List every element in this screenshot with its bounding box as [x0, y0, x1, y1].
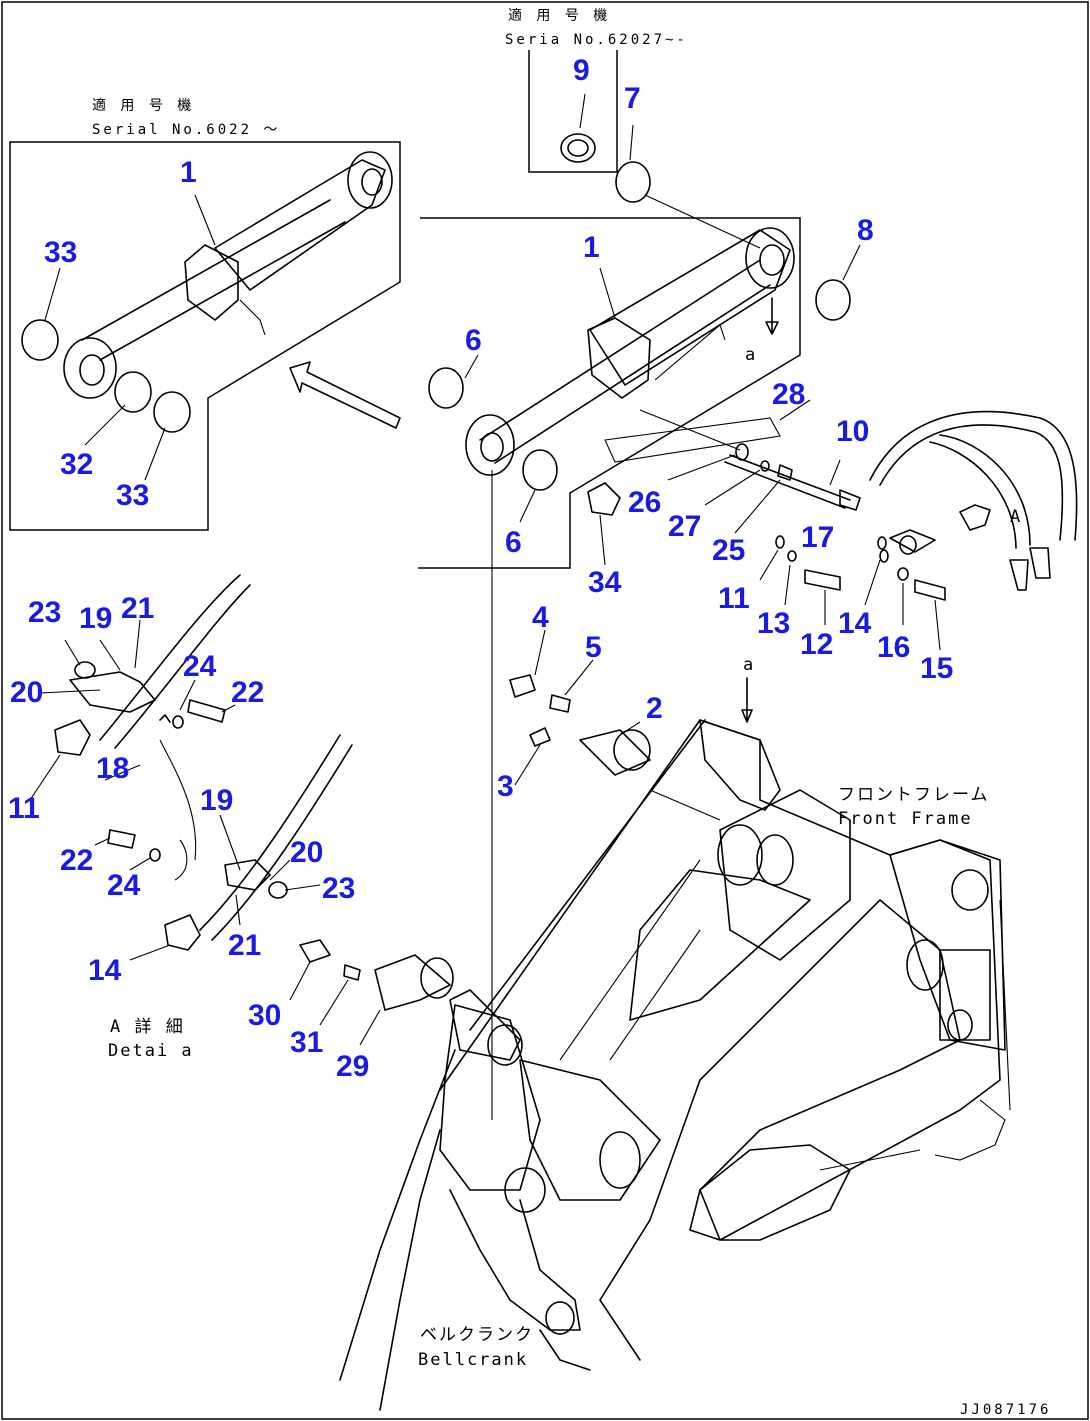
bellcrank-en: Bellcrank: [418, 1350, 528, 1370]
front-frame-jp: フロントフレーム: [838, 785, 990, 805]
callout: 22: [60, 844, 93, 877]
serial-box-top-jp: 適 用 号 機: [508, 7, 610, 24]
serial-box-left-jp: 適 用 号 機: [92, 97, 194, 114]
callout: 27: [668, 510, 701, 543]
serial-box-top: 適 用 号 機 Seria No.62027~-: [505, 7, 688, 173]
detail-a-jp: A 詳 細: [110, 1017, 185, 1037]
callout: 21: [228, 929, 261, 962]
callout: 17: [801, 521, 834, 554]
callout: 6: [505, 526, 522, 559]
callout: 30: [248, 999, 281, 1032]
callout: 32: [60, 448, 93, 481]
callout: 9: [573, 54, 590, 87]
serial-box-left: 適 用 号 機 Serial No.6022 ～: [9, 97, 401, 531]
callout: 19: [200, 784, 233, 817]
callout: 5: [585, 631, 602, 664]
callout: 16: [877, 631, 910, 664]
callout: 28: [772, 378, 805, 411]
view-marker-a-frame: a: [743, 655, 755, 675]
callout: 1: [583, 231, 600, 264]
detail-a-en: Detai a: [108, 1041, 194, 1061]
view-arrow-left-box: [289, 361, 401, 429]
callout: 14: [838, 607, 872, 640]
view-marker-a-top: a: [745, 345, 757, 365]
front-frame-en: Front Frame: [838, 809, 973, 829]
lower-pin: [289, 939, 454, 1046]
callout: 11: [718, 582, 750, 615]
callout: 24: [183, 650, 217, 683]
callout: 7: [624, 82, 641, 115]
callout: 13: [757, 607, 790, 640]
callout: 33: [116, 479, 149, 512]
callout: 22: [231, 676, 264, 709]
callout: 20: [290, 836, 323, 869]
serial-box-top-en: Seria No.62027~-: [505, 32, 688, 48]
callout: 20: [10, 676, 43, 709]
callout: 2: [646, 692, 663, 725]
callout: 15: [920, 652, 953, 685]
bellcrank-jp: ベルクランク: [420, 1325, 534, 1345]
callout: 24: [107, 869, 141, 902]
front-frame: フロントフレーム Front Frame ベルクランク Bellcrank: [339, 719, 1011, 1411]
callout: 26: [628, 486, 661, 519]
callout: 12: [800, 628, 833, 661]
hose-fittings: A: [587, 399, 1078, 651]
callout: 11: [8, 792, 40, 825]
callout: 23: [322, 872, 355, 905]
callouts: 1 1 2 3 4 5 6 6 7 8 9 10 11 11 12 13 14 …: [8, 54, 953, 1083]
callout: 23: [28, 596, 61, 629]
callout: 6: [465, 324, 482, 357]
callout: 19: [79, 602, 112, 635]
callout: 1: [180, 156, 197, 189]
view-arrow-label: A: [1010, 507, 1022, 527]
callout: 10: [836, 415, 869, 448]
callout: 14: [88, 954, 122, 987]
callout: 31: [290, 1026, 323, 1059]
serial-box-left-en: Serial No.6022 ～: [92, 122, 280, 138]
callout: 29: [336, 1050, 369, 1083]
main-cylinder: a: [418, 124, 861, 569]
callout: 4: [532, 601, 549, 634]
drawing-number: JJ087176: [960, 1402, 1051, 1418]
callout: 3: [497, 770, 514, 803]
callout: 33: [44, 236, 77, 269]
callout: 21: [121, 592, 154, 625]
callout: 34: [588, 566, 622, 599]
callout: 8: [857, 214, 874, 247]
detail-a: A 詳 細 Detai a: [29, 574, 353, 1061]
callout: 25: [712, 534, 745, 567]
pin-group: a: [509, 629, 755, 821]
callout: 18: [96, 752, 129, 785]
